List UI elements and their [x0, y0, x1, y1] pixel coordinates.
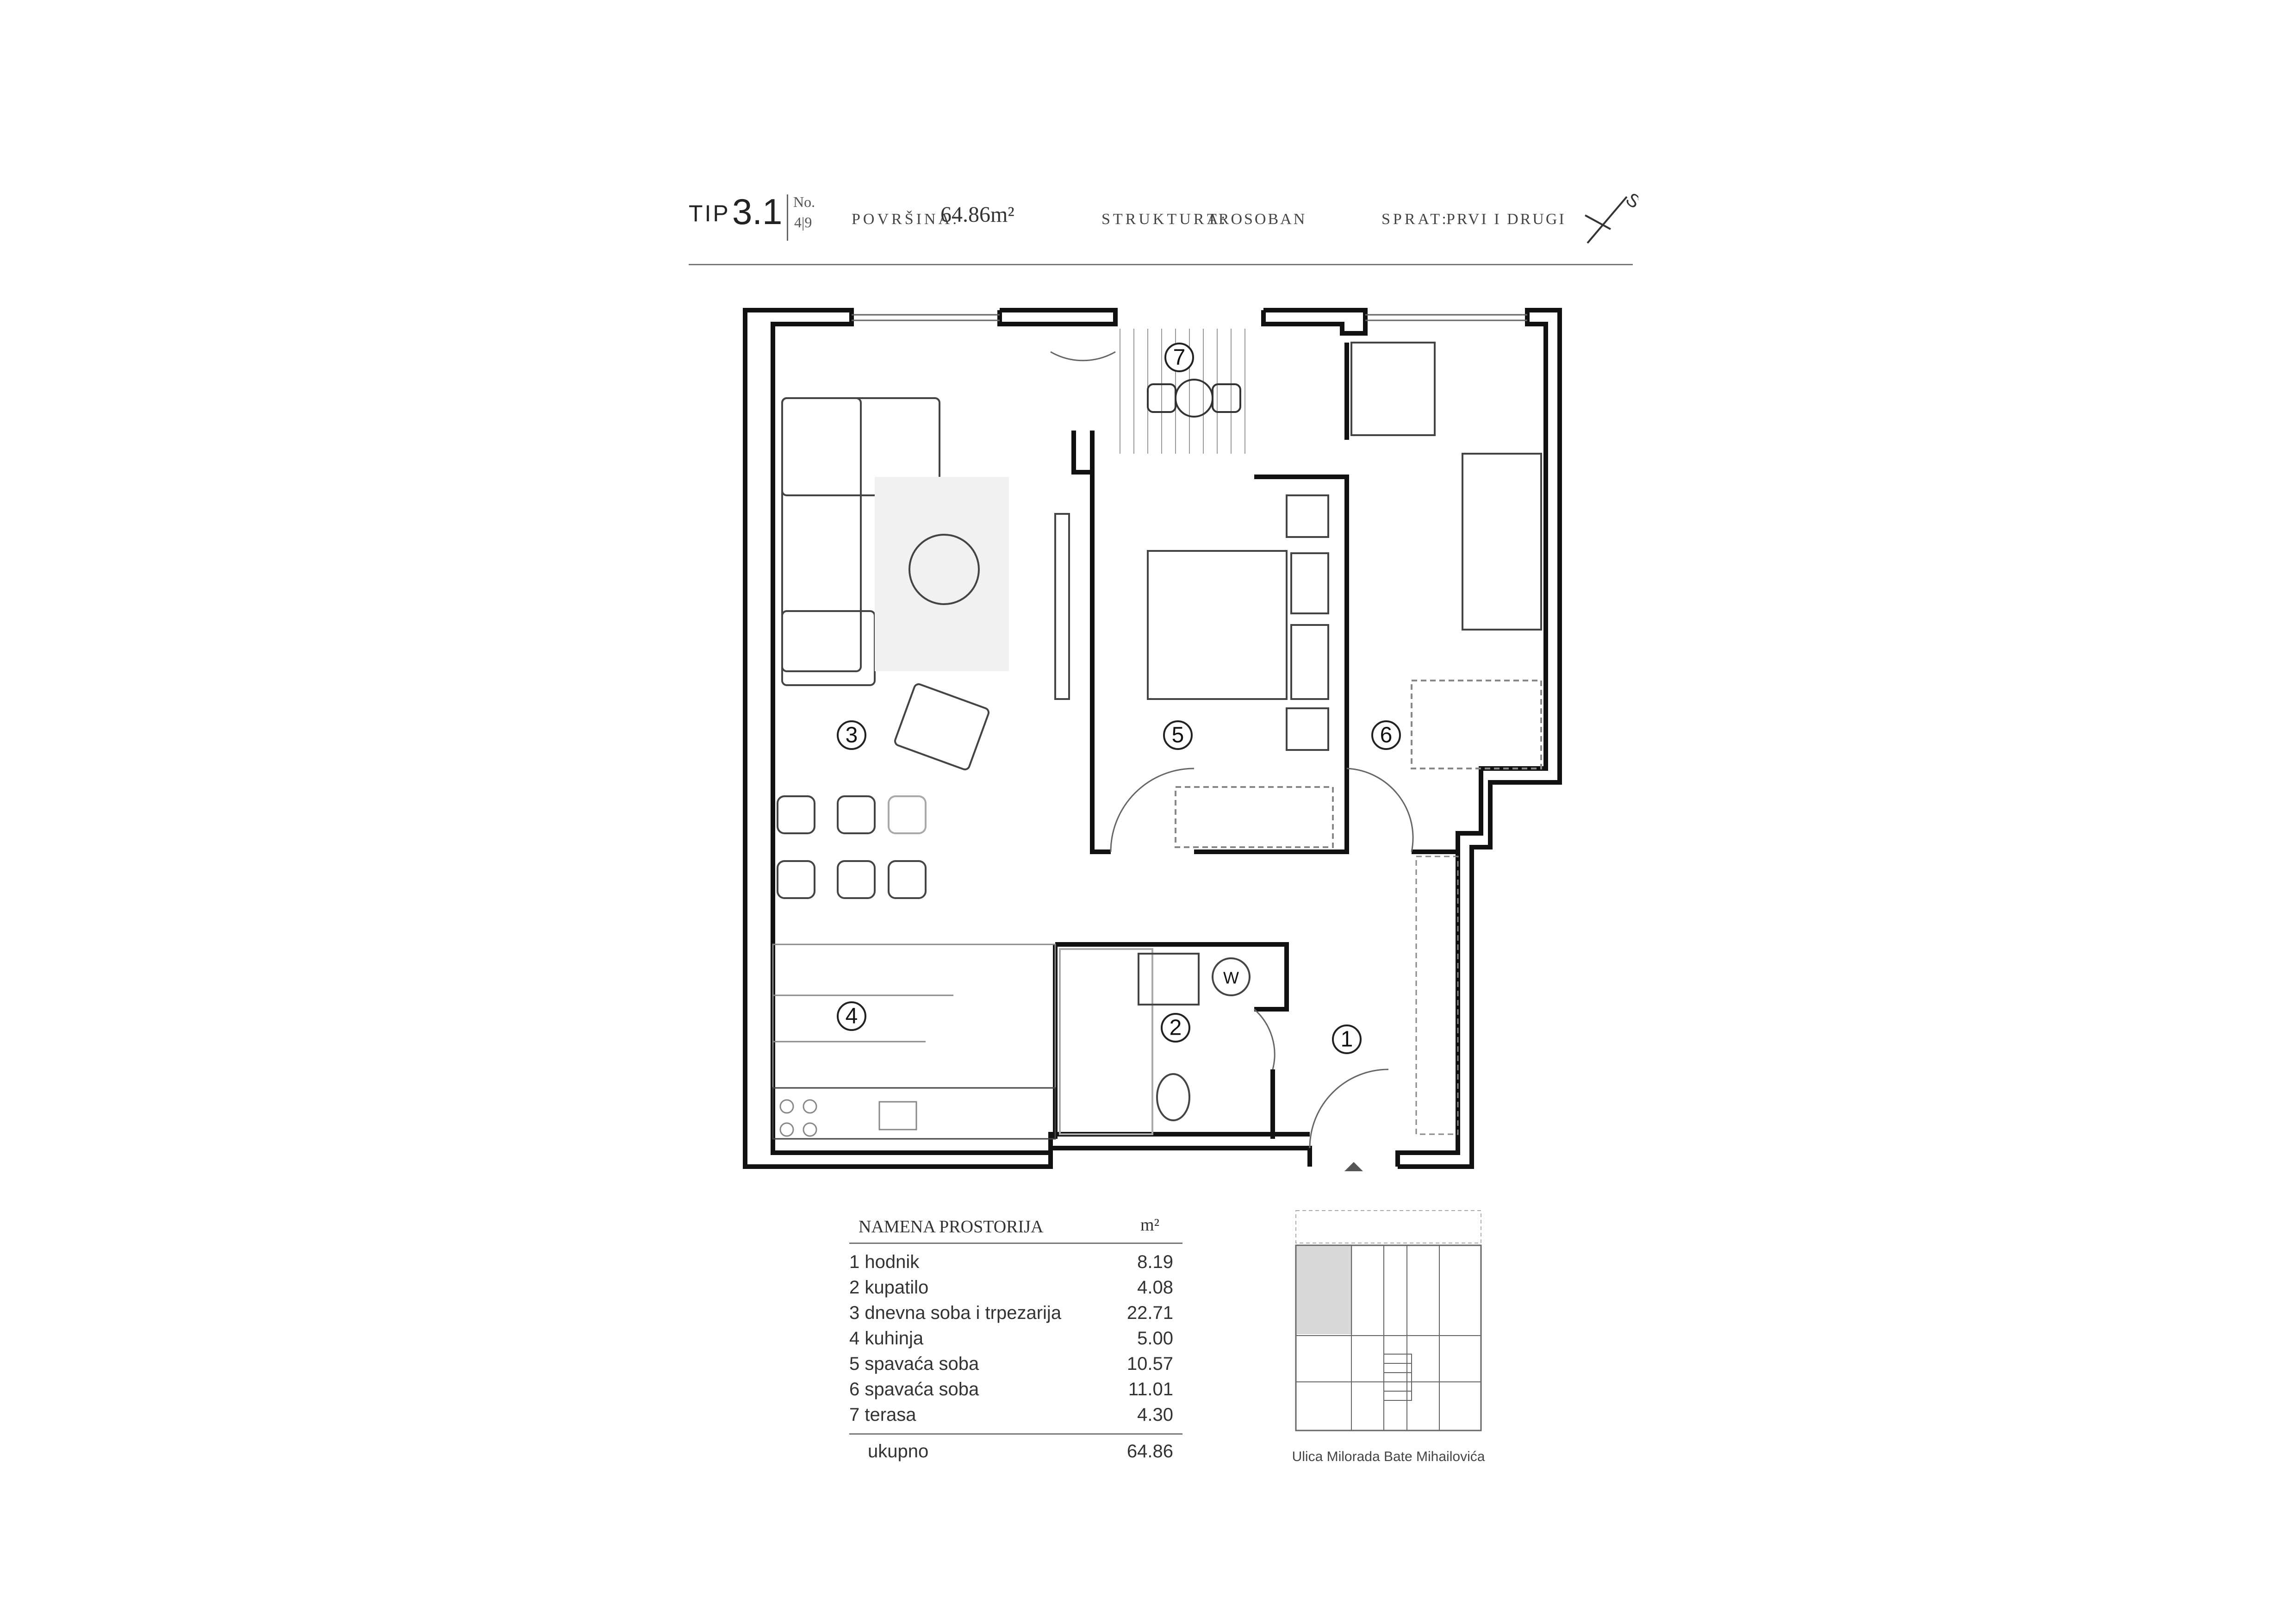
tip-label: TIP [689, 200, 730, 226]
floor-value: PRVI I DRUGI [1446, 211, 1566, 228]
room-marker-3: 3 [846, 723, 858, 748]
wall-west-outer [743, 308, 1051, 1169]
room-area: 4.08 [1137, 1277, 1173, 1298]
room-area: 22.71 [1126, 1303, 1173, 1323]
sofa-chaise [781, 397, 862, 672]
double-bed [1147, 550, 1288, 700]
room-marker-4: 4 [846, 1004, 858, 1029]
hall-wardrobe [1415, 856, 1459, 1135]
room-area: 5.00 [1137, 1328, 1173, 1349]
area-label: POVRŠINA: [852, 211, 960, 228]
bedroom5-furniture [1147, 494, 1334, 848]
room-area: 11.01 [1128, 1379, 1173, 1399]
bathroom [1059, 948, 1251, 1135]
wall-east [1395, 308, 1562, 1169]
wall-north-east [1261, 308, 1368, 336]
table-row: 4 kuhinja 5.00 [849, 1328, 1173, 1353]
room-table-header-unit: m² [1140, 1215, 1159, 1235]
room-table-total-rule [849, 1433, 1182, 1435]
washer-label: W [1223, 968, 1239, 987]
doors [1050, 351, 1414, 1149]
no-value: 4|9 [794, 214, 812, 231]
room-name: 2 kupatilo [849, 1277, 929, 1298]
entrance-door-swing [1309, 1068, 1389, 1149]
wardrobe-bedroom5 [1175, 786, 1334, 848]
room-name: 4 kuhinja [849, 1328, 924, 1349]
floor-plan: W 1 2 3 4 5 6 7 [743, 308, 1562, 1171]
armchair [894, 683, 989, 771]
room-area: 8.19 [1137, 1252, 1173, 1272]
key-plan-highlight [1297, 1246, 1352, 1334]
table-row: 7 terasa 4.30 [849, 1405, 1173, 1430]
room-area: 4.30 [1137, 1405, 1173, 1425]
bedroom6-furniture [1350, 342, 1542, 769]
room-markers: 1 2 3 4 5 6 7 [837, 343, 1401, 1054]
header-divider [787, 194, 788, 241]
wall-pillar [1071, 431, 1092, 475]
wall-bedroom5-west [1090, 431, 1111, 854]
floor-label: SPRAT: [1381, 211, 1449, 228]
room-table: NAMENA PROSTORIJA m² 1 hodnik 8.19 2 kupa… [849, 1207, 1182, 1467]
nightstand-top [1286, 494, 1329, 538]
wall-bathroom-north [1055, 942, 1289, 1012]
room-name: 5 spavaća soba [849, 1354, 979, 1374]
table-row: 3 dnevna soba i trpezarija 22.71 [849, 1303, 1173, 1328]
room-area: 10.57 [1126, 1354, 1173, 1374]
wall-north-mid [997, 308, 1118, 326]
terrace-furniture [1147, 379, 1241, 418]
wall-west [759, 308, 1310, 1155]
room-marker-5: 5 [1172, 723, 1184, 748]
area-number: 64.86 [940, 202, 990, 227]
room-marker-2: 2 [1170, 1016, 1182, 1040]
outer-walls [743, 308, 1562, 1169]
room-name: 6 spavaća soba [849, 1379, 979, 1399]
toilet [1156, 1073, 1190, 1121]
table-total-row: ukupno 64.86 [849, 1441, 1173, 1466]
terrace-door-swing [1050, 351, 1116, 362]
room-table-header-name: NAMENA PROSTORIJA [859, 1217, 1044, 1237]
room-table-header-rule [849, 1243, 1182, 1244]
room-marker-7: 7 [1173, 345, 1186, 370]
room-name: 7 terasa [849, 1405, 916, 1425]
total-label: ukupno [868, 1441, 929, 1462]
entry-arrow-icon [1344, 1162, 1363, 1171]
terrace-table [1175, 379, 1213, 418]
table-row: 5 spavaća soba 10.57 [849, 1354, 1173, 1379]
total-value: 64.86 [1126, 1441, 1173, 1462]
sink [1138, 953, 1200, 1006]
table-row: 1 hodnik 8.19 [849, 1252, 1173, 1277]
single-bed [1462, 453, 1542, 631]
room-name: 1 hodnik [849, 1252, 920, 1272]
terrace-chair-left [1147, 383, 1176, 413]
street-caption: Ulica Milorada Bate Mihailovića [1292, 1449, 1485, 1464]
nightstand-bottom [1286, 707, 1329, 751]
tip-number: 3.1 [732, 191, 783, 232]
area-value: 64.86m² [940, 202, 1014, 227]
structure-value: TROSOBAN [1207, 211, 1307, 228]
no-label: No. [793, 194, 815, 210]
rug-living [875, 477, 1009, 671]
living-furniture [781, 397, 1070, 771]
room-marker-1: 1 [1341, 1027, 1353, 1052]
washing-machine [1212, 957, 1251, 996]
area-unit: m² [990, 202, 1014, 227]
table-row: 2 kupatilo 4.08 [849, 1277, 1173, 1302]
table-row: 6 spavaća soba 11.01 [849, 1379, 1173, 1404]
room-name: 3 dnevna soba i trpezarija [849, 1303, 1062, 1323]
windows [852, 314, 1527, 321]
wall-south [745, 1146, 1312, 1169]
desk [1350, 342, 1436, 436]
wall-bedroom5-east [1194, 475, 1349, 854]
kitchen [772, 943, 1056, 1140]
key-plan [1295, 1210, 1482, 1431]
wardrobe-bedroom6 [1411, 680, 1542, 769]
tv-unit [1054, 513, 1070, 700]
header-rule [689, 264, 1633, 265]
room-marker-6: 6 [1380, 723, 1393, 748]
compass-icon: S [1585, 189, 1638, 244]
dining-chairs [777, 795, 927, 899]
terrace-chair-right [1212, 383, 1241, 413]
structure-label: STRUKTURA: [1101, 211, 1228, 228]
